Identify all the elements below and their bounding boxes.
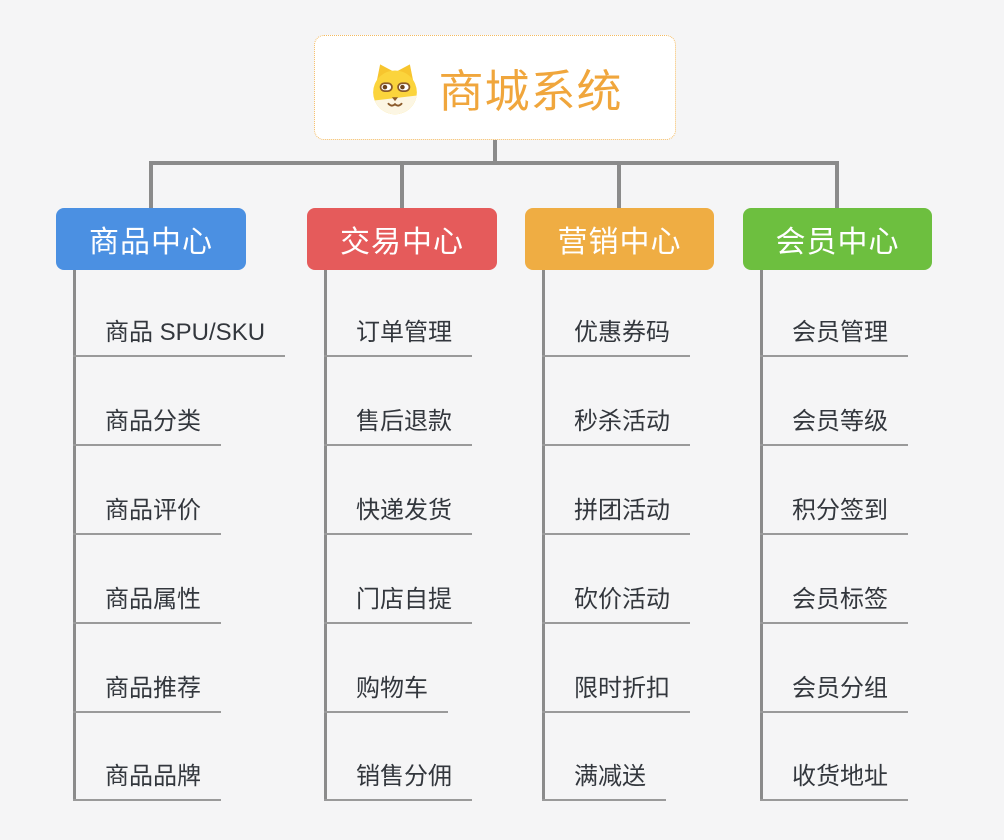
- leaf-node[interactable]: 会员分组: [760, 674, 908, 713]
- leaf-node[interactable]: 秒杀活动: [542, 407, 690, 446]
- leaf-node[interactable]: 商品推荐: [73, 674, 221, 713]
- leaf-node[interactable]: 满减送: [542, 762, 666, 801]
- branch-child-line-trade: [324, 270, 327, 801]
- branch-label-member: 会员中心: [775, 226, 900, 259]
- leaf-node[interactable]: 限时折扣: [542, 674, 690, 713]
- connector-root-stub: [493, 139, 497, 165]
- leaf-node[interactable]: 会员标签: [760, 585, 908, 624]
- connector-rail: [149, 161, 839, 165]
- leaf-node[interactable]: 商品评价: [73, 496, 221, 535]
- leaf-node[interactable]: 会员等级: [760, 407, 908, 446]
- connector-drop-member: [835, 161, 839, 209]
- leaf-node[interactable]: 商品 SPU/SKU: [73, 318, 286, 357]
- connector-drop-marketing: [617, 161, 621, 209]
- leaf-node[interactable]: 商品分类: [73, 407, 221, 446]
- branch-child-line-member: [760, 270, 763, 801]
- leaf-node[interactable]: 售后退款: [324, 407, 472, 446]
- leaf-node[interactable]: 销售分佣: [324, 762, 472, 801]
- connector-drop-product: [149, 161, 153, 209]
- branch-label-trade: 交易中心: [340, 226, 464, 259]
- leaf-node[interactable]: 快递发货: [324, 496, 472, 535]
- root-title: 商城系统: [438, 66, 623, 117]
- leaf-node[interactable]: 门店自提: [324, 585, 472, 624]
- leaf-node[interactable]: 会员管理: [760, 318, 908, 357]
- leaf-node[interactable]: 购物车: [324, 674, 448, 713]
- root-node[interactable]: 商城系统: [314, 35, 676, 140]
- leaf-node[interactable]: 砍价活动: [542, 585, 690, 624]
- branch-node-trade[interactable]: 交易中心: [307, 208, 497, 270]
- leaf-node[interactable]: 收货地址: [760, 762, 908, 801]
- connector-drop-trade: [400, 161, 404, 209]
- leaf-node[interactable]: 商品品牌: [73, 762, 221, 801]
- branch-node-product[interactable]: 商品中心: [56, 208, 246, 270]
- branch-child-line-marketing: [542, 270, 545, 801]
- shiba-dog-icon: [373, 63, 418, 114]
- branch-label-marketing: 营销中心: [557, 226, 682, 259]
- leaf-node[interactable]: 拼团活动: [542, 496, 690, 535]
- leaf-node[interactable]: 订单管理: [324, 318, 472, 357]
- leaf-node[interactable]: 商品属性: [73, 585, 221, 624]
- branch-node-member[interactable]: 会员中心: [743, 208, 932, 270]
- branch-label-product: 商品中心: [89, 226, 213, 259]
- leaf-node[interactable]: 优惠券码: [542, 318, 690, 357]
- branch-node-marketing[interactable]: 营销中心: [525, 208, 714, 270]
- branch-child-line-product: [73, 270, 76, 801]
- leaf-node[interactable]: 积分签到: [760, 496, 908, 535]
